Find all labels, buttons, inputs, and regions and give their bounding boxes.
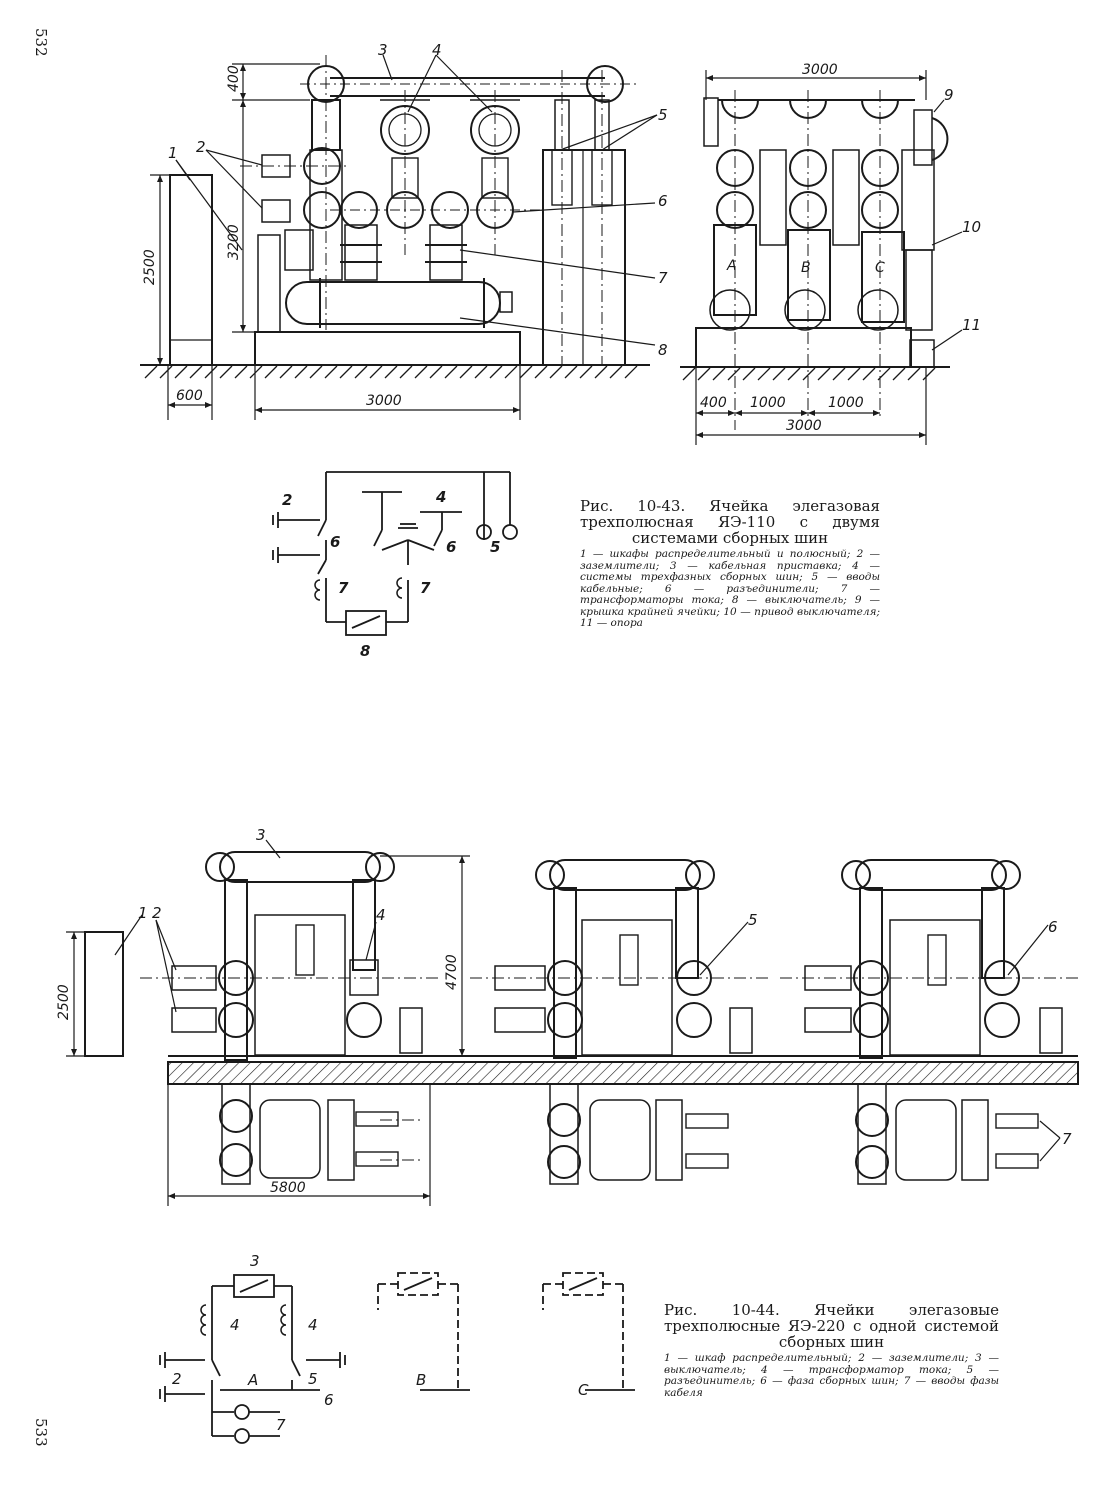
fig1-side-labels: 3000 400 1000 1000 3000 9 10 11 A B C [700,62,981,434]
fig1-callout-4: 4 [432,41,442,59]
fig2-distribution-cabinet [84,931,124,1057]
fig1-schema-6a: 6 [330,533,340,551]
fig1-callout-8: 8 [658,341,668,359]
fig1-callout-1: 1 [168,144,178,162]
fig2-caption: Рис. 10-44. Ячейки элегазовые трехполюсн… [664,1302,999,1399]
dim-1000-b: 1000 [828,395,864,411]
fig1-callout-2: 2 [196,138,206,156]
fig2-labels: 2500 4700 5800 1 2 3 4 5 6 7 [56,826,1072,1196]
fig2-floor-slab [167,1061,1079,1085]
fig1-pole-cabinet [542,149,626,366]
fig1-side-base [695,327,912,368]
fig1-front-dimension-labels: 400 3200 2500 600 3000 [142,65,402,409]
fig1-front-view [140,55,650,379]
dim-600: 600 [176,388,203,404]
dim-2500: 2500 [142,249,158,285]
dim-3000-side-top: 3000 [802,62,838,78]
fig1-callout-labels: 1 2 3 4 5 6 7 8 [168,41,668,359]
fig1-phase-b: B [801,260,811,276]
fig2-cell-2 [494,859,753,1185]
fig2-schematic-labels: 3 4 4 2 5 6 7 A B C [172,1252,589,1434]
fig1-front-dimensions [150,63,521,420]
fig2-schema-7: 7 [276,1416,286,1434]
fig1-ground-hatch [144,365,638,379]
fig1-phase-c-breaker [861,231,905,323]
fig1-schema-4: 4 [435,488,446,506]
fig2-phase-b: B [416,1371,426,1389]
fig2-phase-a: A [247,1371,258,1389]
fig1-schema-6b: 6 [446,538,456,556]
fig1-schema-7a: 7 [338,579,349,597]
fig1-caption-legend: 1 — шкафы распределительный и полюсный; … [580,548,880,629]
fig2-callout-3: 3 [256,826,266,844]
dim-3200: 3200 [226,224,242,260]
fig2-callout-1: 1 [138,904,148,922]
fig2-callout-6: 6 [1048,918,1058,936]
dim-400-top: 400 [226,65,242,92]
fig1-schema-2: 2 [282,491,292,509]
fig1-base-support [254,331,521,366]
fig2-dimensions [66,839,1061,1206]
fig2-callout-5: 5 [748,911,758,929]
fig1-side-dimensions [695,70,963,445]
dim-3000-base: 3000 [366,393,402,409]
fig2-schema-5: 5 [308,1370,318,1388]
fig2-cell-3 [804,859,1063,1185]
fig1-phase-c: C [875,260,885,276]
fig1-caption-title: Рис. 10-43. Ячейка элегазовая трехполюсн… [580,497,880,547]
fig2-callout-2: 2 [152,904,162,922]
fig2-cell-1 [171,851,423,1185]
fig1-phase-b-breaker [787,229,831,321]
fig2-callout-7: 7 [1062,1130,1072,1148]
fig1-callout-11: 11 [962,316,981,334]
dim-1000-a: 1000 [750,395,786,411]
dim-400-side: 400 [700,395,727,411]
fig2-dim-2500: 2500 [56,984,72,1020]
fig1-callout-6: 6 [658,192,668,210]
fig1-schema-7b: 7 [420,579,431,597]
fig1-callout-3: 3 [378,41,388,59]
fig2-schema-3: 3 [250,1252,260,1270]
fig2-caption-legend: 1 — шкаф распределительный; 2 — заземлит… [664,1352,999,1399]
fig1-schema-8: 8 [360,642,370,660]
fig2-dim-5800: 5800 [270,1180,306,1196]
fig2-schematic-c [542,1272,635,1391]
fig2-schema-4a: 4 [230,1316,240,1334]
fig2-dim-4700: 4700 [444,954,460,990]
fig1-callout-10: 10 [962,218,981,236]
fig2-schema-2: 2 [172,1370,182,1388]
dim-3000-side-bottom: 3000 [786,418,822,434]
fig2-schema-4b: 4 [308,1316,318,1334]
fig1-callout-9: 9 [944,86,954,104]
fig1-schematic [272,471,518,636]
fig1-breaker-tank [285,281,501,325]
fig2-callout-4: 4 [376,906,386,924]
fig1-side-view [680,90,950,430]
fig1-callout-5: 5 [658,106,668,124]
fig2-phase-c: C [578,1381,589,1399]
fig1-callout-leaders [175,54,658,346]
fig2-schematic-a [159,1274,346,1444]
fig1-schema-5: 5 [490,538,500,556]
fig1-phase-a: A [726,258,737,274]
fig2-schematic-b [377,1272,470,1391]
fig2-elevation [84,851,1079,1185]
fig1-end-cover [931,117,949,161]
fig2-schema-6: 6 [324,1391,334,1409]
fig1-breaker-symbol [345,610,387,636]
fig1-caption: Рис. 10-43. Ячейка элегазовая трехполюсн… [580,498,880,630]
fig1-callout-7: 7 [658,269,668,287]
fig1-distribution-cabinet [169,174,213,366]
fig2-caption-title: Рис. 10-44. Ячейки элегазовые трехполюсн… [664,1301,999,1351]
fig1-schematic-labels: 2 4 6 6 5 7 7 8 [282,488,500,660]
